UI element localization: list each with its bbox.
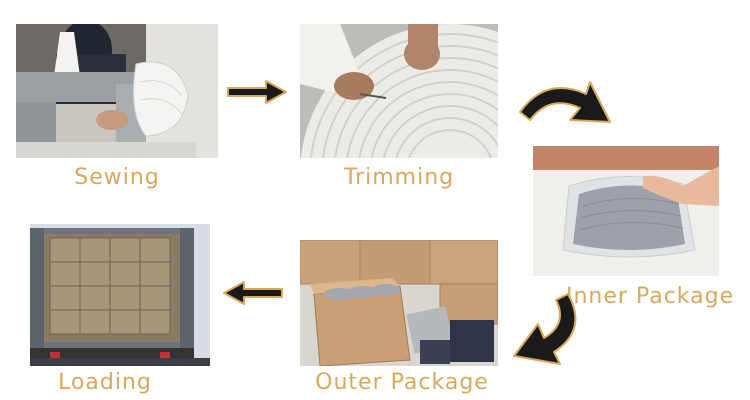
- outer-package-photo: [300, 240, 498, 366]
- step-label-outer-package: Outer Package: [315, 370, 489, 395]
- sewing-photo: [16, 24, 218, 158]
- curved-arrow-down-icon: [516, 72, 616, 144]
- arrow-left-icon: [222, 280, 284, 306]
- arrow-right-icon: [226, 79, 288, 105]
- step-label-sewing: Sewing: [74, 165, 160, 190]
- step-label-loading: Loading: [58, 370, 152, 395]
- step-label-inner-package: Inner Package: [566, 284, 735, 309]
- loading-photo: [30, 224, 210, 366]
- step-label-trimming: Trimming: [343, 165, 455, 190]
- trimming-photo: [300, 24, 498, 158]
- inner-package-photo: [533, 146, 719, 276]
- curved-arrow-left-icon: [508, 290, 592, 370]
